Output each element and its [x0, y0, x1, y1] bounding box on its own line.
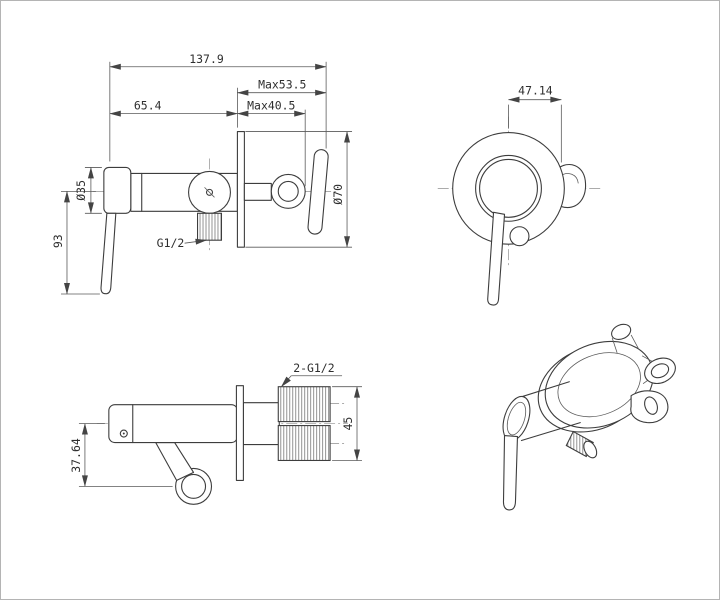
set-screw-dot — [122, 432, 125, 435]
dimension-lines-side — [61, 61, 353, 295]
side-view: 137.9 Max53.5 Max40.5 65.4 Ø35 93 Ø70 G1… — [51, 52, 353, 295]
dimension-lines-bottom — [78, 375, 362, 487]
inlet-thread-top — [277, 386, 331, 423]
outlet-thread — [196, 212, 223, 241]
iso-lug — [611, 323, 632, 340]
iso-lug-sides — [611, 334, 640, 353]
iso-lever-handle — [502, 434, 519, 511]
dimension-lines-front — [508, 96, 562, 163]
iso-holder — [630, 390, 669, 424]
iso-holder-hole — [644, 396, 658, 415]
dim-holder-offset-label: 47.14 — [518, 84, 553, 98]
dim-body-diameter-label: Ø35 — [74, 180, 88, 201]
dim-body-length-label: 65.4 — [134, 99, 162, 113]
holder-arm — [243, 182, 272, 201]
iso-body-cap-ring — [506, 401, 527, 436]
body-front-outer — [475, 154, 542, 222]
holder-hook-inner — [181, 473, 207, 499]
lever-handle — [100, 212, 117, 295]
lever-front — [487, 211, 506, 306]
iso-inlet-boss — [644, 357, 676, 385]
holder-arm-bottom — [155, 441, 195, 481]
dim-inlet-span-label: 45 — [341, 417, 355, 431]
holder-ring-outer — [270, 173, 306, 209]
dim-max-projection-label: Max53.5 — [258, 78, 306, 92]
inlet-thread-bottom — [277, 425, 331, 462]
outlet-front — [509, 226, 530, 247]
screw-slot — [204, 187, 215, 198]
dim-outlet-thread-label: G1/2 — [157, 236, 185, 250]
bottom-view: 2-G1/2 45 37.64 — [69, 361, 362, 505]
holder-hook-outer — [175, 467, 213, 505]
dim-plate-diameter-label: Ø70 — [331, 184, 345, 205]
iso-plate-ring — [557, 352, 641, 418]
cartridge-cap — [103, 166, 132, 214]
holder-bracket — [307, 149, 329, 235]
dim-max-projection-inner-label: Max40.5 — [247, 99, 295, 113]
wall-plate-bottom — [235, 385, 244, 481]
iso-plate-front — [544, 340, 654, 429]
escutcheon-plate — [452, 132, 565, 245]
iso-body-sides — [514, 381, 581, 442]
set-screw — [119, 429, 128, 438]
knob-screw — [205, 188, 214, 196]
body-bottom — [108, 404, 238, 444]
iso-view — [502, 323, 676, 511]
body-front-inner — [479, 158, 538, 218]
dim-holder-drop-label: 37.64 — [69, 438, 83, 473]
dim-handle-drop-label: 93 — [51, 234, 65, 248]
dim-inlet-threads-label: 2-G1/2 — [293, 361, 334, 375]
iso-inlet-thread-hole — [650, 363, 670, 379]
front-view: 47.14 — [437, 84, 602, 306]
iso-outlet-end — [583, 440, 598, 459]
holder-ring-inner — [277, 180, 299, 202]
inlet-hub — [242, 402, 280, 446]
dim-total-length-label: 137.9 — [189, 52, 224, 66]
wall-plate — [236, 131, 245, 248]
